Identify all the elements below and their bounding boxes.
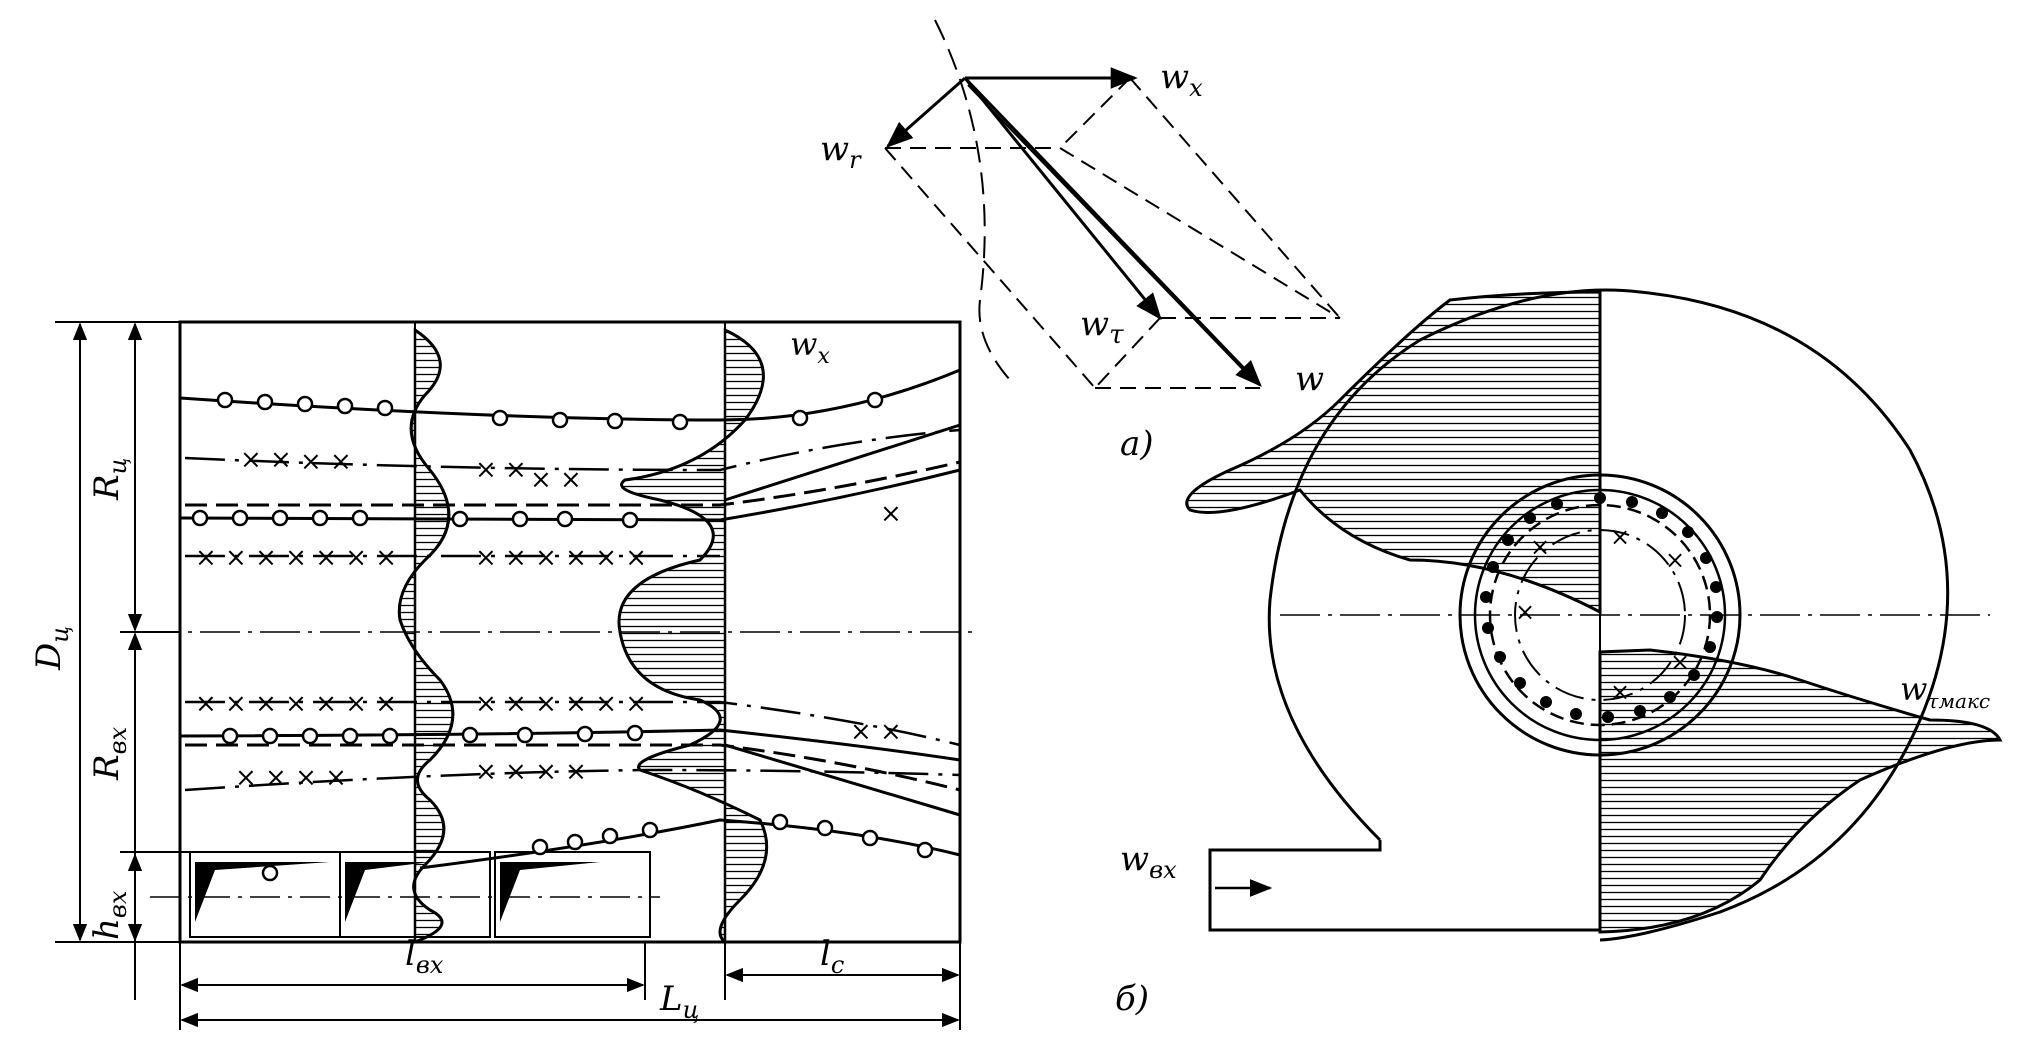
panel-b-label: б) bbox=[1115, 979, 1149, 1019]
exhaust-pipe-outer-circle bbox=[1458, 473, 1742, 757]
dim-label-L: Lц bbox=[659, 979, 699, 1024]
dim-label-D: Dц bbox=[29, 626, 74, 671]
svg-text:× ×: × × bbox=[850, 717, 902, 747]
panel-a-label: а) bbox=[1120, 424, 1154, 464]
cyclone-volute-outline bbox=[1267, 288, 1950, 942]
cyclone-cross-section: × × × × × × wвх wτмакс б) bbox=[1115, 288, 2003, 1019]
tangential-profile-upper bbox=[1185, 290, 1602, 615]
exhaust-pipe-inner-circle bbox=[1473, 488, 1727, 742]
svg-text:× × × ×: × × × × bbox=[475, 757, 587, 787]
vector-wr-arrow bbox=[885, 76, 966, 148]
dim-label-hin: hвх bbox=[87, 890, 132, 940]
svg-text:×: × bbox=[1665, 546, 1685, 574]
vector-w-arrow bbox=[963, 76, 1262, 387]
streamline-cross-markers: × × × × × × × × × × × × × × × × × × × × … bbox=[195, 445, 902, 793]
profile-label-wx: wx bbox=[790, 325, 830, 369]
svg-text:× ×: × × bbox=[300, 447, 352, 477]
dim-label-lin: lвх bbox=[405, 934, 444, 979]
label-w: w bbox=[1295, 359, 1324, 399]
label-wx: wx bbox=[1160, 57, 1203, 102]
svg-text:×: × bbox=[880, 499, 902, 529]
label-wtau: wτ bbox=[1080, 304, 1124, 350]
streamline-circle-markers bbox=[191, 391, 934, 882]
inlet-vanes bbox=[150, 851, 660, 938]
label-w-in: wвх bbox=[1120, 839, 1177, 884]
tangential-profile-lower bbox=[1598, 648, 2003, 934]
svg-text:×: × bbox=[1610, 678, 1630, 706]
inlet-duct-outline bbox=[1208, 840, 1600, 932]
svg-text:×: × bbox=[1610, 523, 1630, 551]
label-wr: wr bbox=[820, 129, 862, 174]
streamlines-crosses bbox=[184, 428, 961, 792]
svg-text:×: × bbox=[1530, 533, 1550, 561]
vector-wtau-arrow bbox=[963, 77, 1162, 321]
dim-label-R: Rц bbox=[87, 458, 132, 501]
cyclone-longitudinal-section: × × × × × × × × × × × × × × × × × × × × … bbox=[140, 320, 980, 945]
svg-text:× × × × × × ×: × × × × × × × bbox=[195, 543, 397, 573]
dot-markers-ring bbox=[1480, 492, 1723, 723]
svg-text:× × × ×: × × × × bbox=[235, 763, 347, 793]
streamline-dashed-curve bbox=[934, 19, 1011, 381]
cross-markers-ring: × × × × × × bbox=[1515, 523, 1690, 706]
svg-text:× × × × × ×: × × × × × × bbox=[475, 543, 647, 573]
svg-text:× ×: × × bbox=[475, 455, 527, 485]
svg-text:× ×: × × bbox=[240, 445, 292, 475]
vector-decomposition-panel: wx wr wτ w а) bbox=[820, 19, 1341, 464]
dim-label-Rin: Rвх bbox=[87, 726, 132, 781]
cross-marker-circle bbox=[1514, 529, 1686, 701]
svg-text:×: × bbox=[1670, 648, 1690, 676]
vector-w-double-line bbox=[967, 84, 1256, 383]
exhaust-pipe-lines bbox=[724, 423, 961, 817]
streamlines-circles bbox=[179, 368, 961, 870]
label-w-tau-max: wτмакс bbox=[1900, 670, 1990, 713]
dashed-boundary-circle bbox=[1488, 503, 1712, 727]
dim-label-lc: lc bbox=[820, 934, 844, 979]
svg-text:×: × bbox=[1515, 598, 1535, 626]
vortex-boundary-dashed bbox=[185, 460, 961, 792]
svg-text:× × × × × ×: × × × × × × bbox=[475, 689, 647, 719]
svg-text:× × × × × × ×: × × × × × × × bbox=[195, 689, 397, 719]
parallelepiped-dashed-edges bbox=[884, 77, 1341, 389]
dimension-lines bbox=[55, 321, 961, 1030]
svg-text:× ×: × × bbox=[530, 465, 582, 495]
velocity-curve-section-1 bbox=[397, 328, 455, 944]
